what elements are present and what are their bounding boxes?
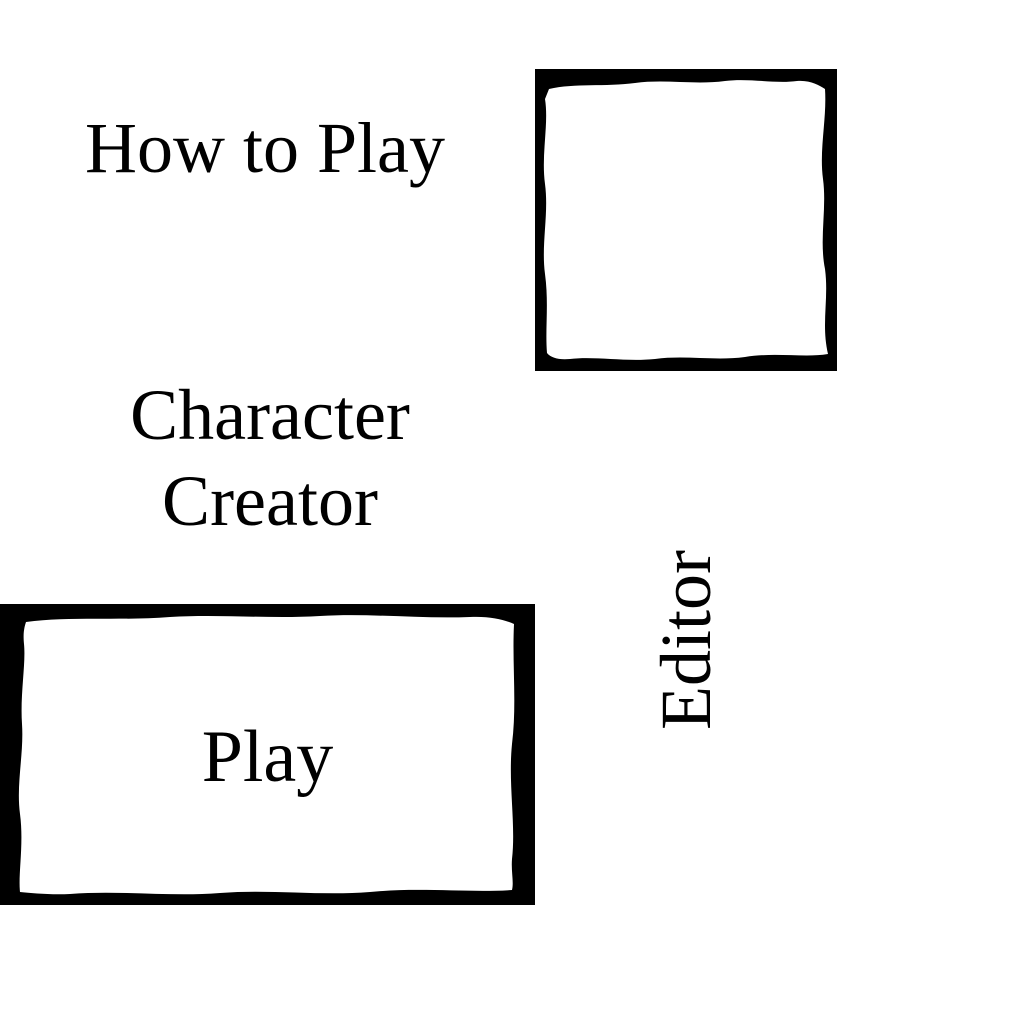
play-label: Play bbox=[201, 715, 334, 798]
character-creator-button[interactable]: Character Creator bbox=[60, 372, 480, 544]
how-to-play-button[interactable]: How to Play bbox=[85, 108, 445, 188]
rough-frame-icon bbox=[0, 604, 535, 905]
play-button[interactable]: Play bbox=[0, 604, 535, 905]
rough-frame-icon bbox=[535, 69, 837, 371]
editor-button[interactable]: Editor bbox=[646, 550, 726, 730]
character-creator-line-2: Creator bbox=[162, 461, 378, 541]
character-creator-line-1: Character bbox=[130, 375, 410, 455]
empty-frame-button[interactable] bbox=[535, 69, 837, 371]
